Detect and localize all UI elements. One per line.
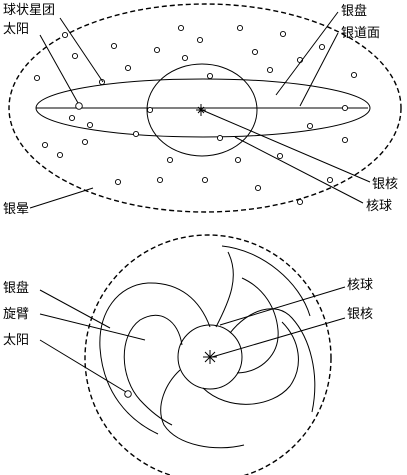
globular-clusters xyxy=(33,24,358,206)
globular-cluster-dot xyxy=(216,134,224,142)
globular-cluster-dot xyxy=(236,24,244,32)
spiral-arm xyxy=(229,308,316,413)
globular-cluster-dot xyxy=(350,71,358,79)
sun-marker xyxy=(124,390,132,398)
nuclear-bulge-circle xyxy=(177,324,243,390)
label-sun: 太阳 xyxy=(3,333,29,348)
globular-cluster-dot xyxy=(177,24,185,32)
spiral-arm xyxy=(202,321,299,405)
leader-nuclear-bulge xyxy=(234,136,364,204)
label-galactic-disk: 银盘 xyxy=(3,280,29,296)
globular-cluster-dot xyxy=(296,198,304,206)
label-nuclear-bulge: 核球 xyxy=(366,199,392,214)
label-galactic-halo: 银晕 xyxy=(3,202,29,217)
globular-cluster-dot xyxy=(279,30,287,38)
globular-cluster-dot xyxy=(33,74,41,82)
galactic-disk-circle xyxy=(84,234,332,475)
globular-cluster-dot xyxy=(341,104,349,112)
spiral-arm xyxy=(221,245,311,317)
leader-nuclear-bulge xyxy=(219,286,346,326)
globular-cluster-dot xyxy=(132,130,140,138)
leader-galactic-halo xyxy=(29,187,94,209)
galactic-halo-outline xyxy=(8,3,402,213)
globular-cluster-dot xyxy=(110,42,118,50)
label-sun: 太阳 xyxy=(3,22,29,37)
label-galactic-core: 银核 xyxy=(347,307,373,322)
spiral-arm xyxy=(160,369,245,449)
globular-cluster-dot xyxy=(153,46,161,54)
label-globular-clusters: 球状星团 xyxy=(3,3,55,18)
label-galactic-disk: 银盘 xyxy=(341,3,367,19)
globular-cluster-dot xyxy=(41,141,49,149)
globular-cluster-dot xyxy=(234,156,242,164)
globular-cluster-dot xyxy=(181,54,189,62)
leader-spiral-arm xyxy=(39,313,146,341)
globular-cluster-dot xyxy=(61,31,69,39)
globular-cluster-dot xyxy=(71,52,79,60)
globular-cluster-dot xyxy=(124,64,132,72)
globular-cluster-dot xyxy=(306,122,314,130)
label-spiral-arm: 旋臂 xyxy=(3,307,29,322)
leader-sun xyxy=(39,339,127,393)
leader-galactic-plane xyxy=(299,32,339,107)
globular-cluster-dot xyxy=(341,136,349,144)
leader-galactic-disk xyxy=(275,11,339,96)
globular-cluster-dot xyxy=(81,138,89,146)
globular-cluster-dot xyxy=(146,106,154,114)
label-galactic-core: 银核 xyxy=(372,177,398,192)
leader-galactic-core xyxy=(201,109,371,183)
spiral-arm xyxy=(215,251,234,328)
globular-cluster-dot xyxy=(251,48,259,56)
label-galactic-plane: 银道面 xyxy=(341,26,380,41)
leader-sun xyxy=(39,34,79,104)
globular-cluster-dot xyxy=(326,176,334,184)
globular-cluster-dot xyxy=(254,184,262,192)
globular-cluster-dot xyxy=(68,114,76,122)
face-on-view: 银盘 旋臂 太阳 核球 银核 xyxy=(3,234,373,475)
sun-marker xyxy=(75,102,83,110)
galactic-core-marker xyxy=(203,350,217,364)
globular-cluster-dot xyxy=(56,151,64,159)
galactic-core-marker xyxy=(196,104,206,116)
label-nuclear-bulge: 核球 xyxy=(347,278,373,293)
leader-galactic-core xyxy=(211,317,346,358)
globular-cluster-dot xyxy=(114,178,122,186)
globular-cluster-dot xyxy=(206,72,214,80)
globular-cluster-dot xyxy=(201,176,209,184)
spiral-arm xyxy=(123,314,183,426)
leader-globular-clusters xyxy=(59,17,104,83)
globular-cluster-dot xyxy=(318,43,326,51)
globular-cluster-dot xyxy=(196,36,204,44)
spiral-arm xyxy=(99,282,211,435)
globular-cluster-dot xyxy=(266,66,274,74)
globular-cluster-dot xyxy=(98,78,106,86)
globular-cluster-dot xyxy=(276,152,284,160)
globular-cluster-dot xyxy=(166,156,174,164)
leader-galactic-disk xyxy=(39,289,111,329)
side-view: 球状星团 太阳 银盘 银道面 银核 核球 银晕 xyxy=(3,3,402,217)
globular-cluster-dot xyxy=(86,121,94,129)
globular-cluster-dot xyxy=(156,176,164,184)
spiral-arm xyxy=(236,277,279,374)
